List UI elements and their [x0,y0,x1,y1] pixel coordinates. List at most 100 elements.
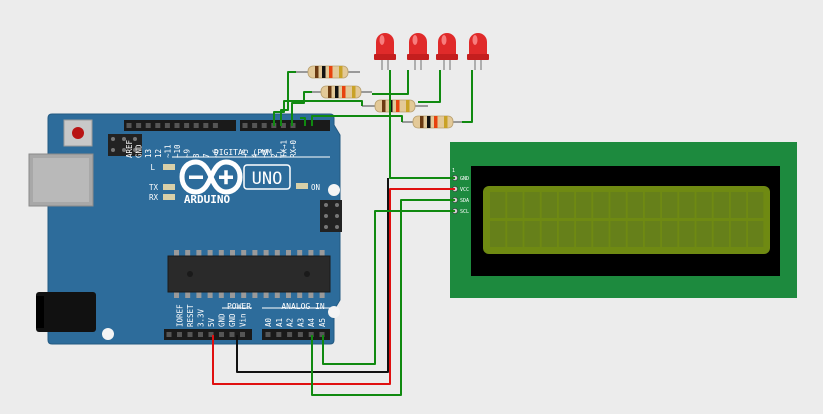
analog-pin-hole[interactable] [308,332,314,337]
analog-pin-hole[interactable] [265,332,271,337]
lcd-char-cell [490,221,506,247]
arduino-logo [179,159,243,195]
digital-pin-hole[interactable] [261,123,267,128]
power-pin-label: Vin [239,313,248,327]
digital-pin-hole[interactable] [280,123,286,128]
power-pin-hole[interactable] [240,332,245,337]
lcd-char-cell [644,192,661,218]
lcd-char-cell [679,221,695,247]
digital-pin-hole[interactable] [193,123,199,128]
led-tx-label: TX [149,183,159,192]
wire[interactable] [372,70,409,95]
wire[interactable] [311,199,455,396]
mounting-hole [102,328,114,340]
analog-pin-hole[interactable] [297,332,303,337]
power-pin-hole[interactable] [187,332,193,337]
lcd-char-cell [610,221,626,247]
lcd-char-cell [679,192,695,218]
power-pin-hole[interactable] [229,332,235,337]
wire[interactable] [280,71,296,126]
brand-label: ARDUINO [184,193,231,206]
chip-pin [241,250,247,256]
chip-pin [297,292,303,298]
wire[interactable] [311,115,403,126]
wire[interactable] [418,70,441,103]
usb-connector [28,153,94,207]
red-led[interactable] [467,33,489,70]
wire[interactable] [462,70,473,123]
digital-pin-label: ~3 [260,149,269,158]
wire[interactable] [291,91,312,126]
lcd-char-cell [748,221,764,247]
digital-pin-hole[interactable] [252,123,258,128]
analog-pin-hole[interactable] [319,332,325,337]
digital-pin-label: ~5 [241,149,250,158]
chip-pin [218,250,224,256]
mounting-hole [328,184,340,196]
analog-pin-label: A1 [275,318,284,327]
power-pin-hole[interactable] [219,332,224,337]
chip-pin [308,292,314,298]
lcd-char-cell [696,192,712,218]
power-pin-label: IOREF [176,304,185,327]
digital-pin-hole[interactable] [242,123,248,128]
digital-pin-hole[interactable] [164,123,170,128]
power-pin-label: GND [218,313,227,327]
digital-pin-hole[interactable] [126,123,132,128]
resistor[interactable] [402,115,462,129]
digital-pin-label: ~6 [211,148,220,158]
led-tx [163,184,175,190]
analog-pin-label: A3 [296,318,305,327]
wire[interactable] [300,117,306,126]
lcd-char-cell [558,192,575,218]
digital-pin-hole[interactable] [212,123,218,128]
lcd-char-cell [730,221,747,247]
digital-header-label: DIGITAL (PWM ~) [214,148,286,157]
lcd-char-cell [696,221,712,247]
digital-pin-hole[interactable] [174,123,180,128]
chip-pin [207,292,213,298]
chip-pin [263,250,269,256]
lcd-char-cell [524,192,540,218]
resistor[interactable] [296,65,360,79]
wire[interactable] [322,210,455,365]
chip-pin [274,292,280,298]
led-rx-label: RX [149,193,159,202]
lcd-char-cell [593,221,609,247]
reset-button[interactable] [63,119,93,147]
lcd-pin-label: GND [460,176,469,182]
digital-pin-hole[interactable] [145,123,151,128]
digital-pin-label: RX←0 [289,139,298,158]
red-led[interactable] [436,33,458,70]
power-pin-hole[interactable] [208,332,214,337]
wire[interactable] [273,100,363,126]
analog-pin-hole[interactable] [276,332,282,337]
resistor[interactable] [312,85,372,99]
pin-one-marker: 1 [452,168,455,174]
lcd-char-cell [644,221,661,247]
red-led[interactable] [407,33,429,70]
power-pin-hole[interactable] [177,332,182,337]
digital-pin-label: 7 [202,153,211,158]
lcd-char-cell [490,192,506,218]
lcd-char-cell [713,192,729,218]
analog-header [262,329,330,340]
wire[interactable] [212,188,455,385]
digital-pin-hole[interactable] [136,123,142,128]
wire[interactable] [389,70,455,179]
digital-pin-hole[interactable] [184,123,190,128]
power-pin-hole[interactable] [166,332,172,337]
led-rx [163,194,175,200]
led-on [296,183,308,189]
digital-pin-hole[interactable] [155,123,161,128]
chip-pin [230,250,235,256]
red-led[interactable] [374,33,396,70]
digital-pin-hole[interactable] [203,123,209,128]
model-label: UNO [252,169,283,189]
power-pin-hole[interactable] [198,332,203,337]
chip-pin [286,292,291,298]
analog-pin-hole[interactable] [287,332,293,337]
chip-pin [196,292,202,298]
